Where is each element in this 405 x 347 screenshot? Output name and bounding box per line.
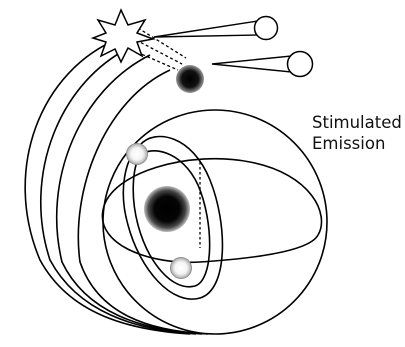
vertical-orbit-band [122,135,224,300]
photon-beam-1 [153,20,259,38]
emission-arc-2 [39,45,197,335]
nucleus-icon [144,186,190,232]
diagram-caption: Stimulated Emission [312,112,402,154]
caption-line-2: Emission [312,134,386,153]
horizontal-orbit-back [102,157,323,236]
orbit-electron-top-icon [126,143,148,165]
photon-flash-icon [90,8,156,64]
emission-arc-3 [55,54,203,335]
caption-line-1: Stimulated [312,113,402,132]
photon-2 [286,50,314,78]
emission-arc-4 [77,69,209,335]
emission-arcs [24,37,209,335]
excited-electron-icon [176,65,204,93]
photon-beam-2 [211,55,292,73]
orbit-electron-bottom-icon [170,257,192,279]
emission-arc-1 [24,37,191,335]
photon-1 [253,15,279,41]
horizontal-orbit-front [101,209,319,264]
